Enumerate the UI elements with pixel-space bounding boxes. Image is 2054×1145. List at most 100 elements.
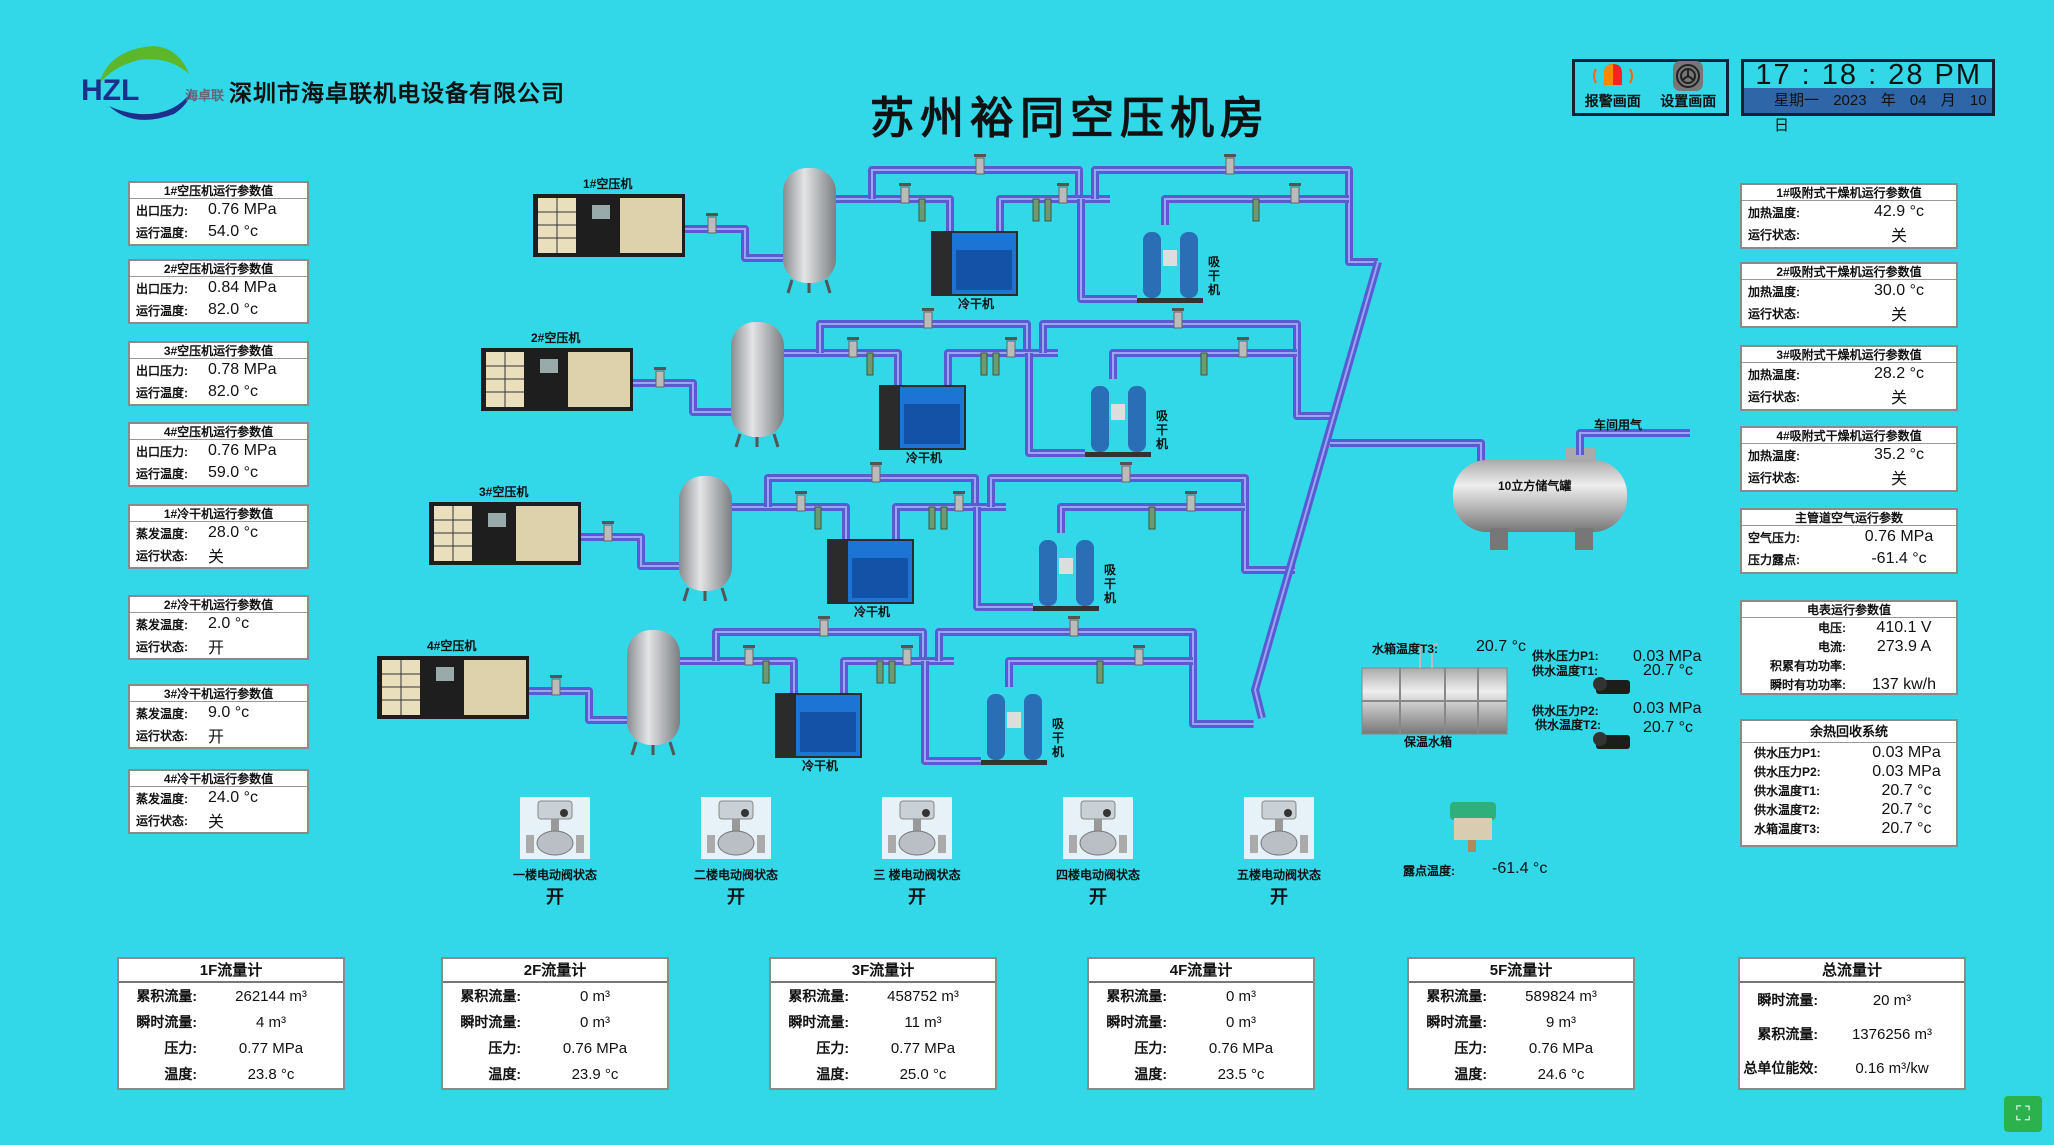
row-label: 压力:: [1454, 1040, 1487, 1056]
row-label: 加热温度:: [1748, 448, 1800, 463]
electric-valve[interactable]: 一楼电动阀状态 开: [480, 797, 630, 909]
panel-row: 出口压力:0.76 MPa: [130, 199, 307, 221]
row-label: 累积流量:: [788, 988, 849, 1004]
valve-handle-icon: [550, 675, 562, 678]
cold-dryer-grille: [904, 404, 960, 444]
pipe-highlight: [947, 352, 1058, 385]
electric-valve[interactable]: 三 楼电动阀状态 开: [842, 797, 992, 909]
pipe: [784, 349, 902, 385]
cold-dryer-grille: [800, 712, 856, 752]
pipe-highlight: [685, 228, 783, 259]
valve-handle-icon: [743, 645, 755, 648]
water-tank-ladder: [1419, 643, 1439, 668]
panel-title: 3#冷干机运行参数值: [130, 686, 307, 702]
row-value: 开: [208, 640, 225, 657]
panel-row: 加热温度: 35.2 °c: [1742, 444, 1956, 466]
electric-valve[interactable]: 五楼电动阀状态 开: [1204, 797, 1354, 909]
filter-icon: [928, 506, 936, 530]
row-value: 28.0 °c: [208, 524, 258, 541]
electric-valve[interactable]: 二楼电动阀状态 开: [661, 797, 811, 909]
settings-screen-button[interactable]: 设置画面: [1660, 61, 1716, 111]
adsorber-controller: [1007, 712, 1021, 728]
panel-title: 2#空压机运行参数值: [130, 261, 307, 277]
row-label: 运行状态:: [1748, 470, 1800, 485]
row-label: 运行状态:: [1748, 389, 1800, 404]
row-value: 20.7 °c: [1881, 819, 1932, 837]
panel-row: 瞬时流量:0 m³: [1089, 1009, 1313, 1035]
pipe-highlight: [581, 536, 679, 567]
filter-icon: [866, 352, 874, 376]
pipe: [581, 533, 679, 570]
filter-icon: [918, 198, 926, 222]
panel-row: 累积流量:0 m³: [443, 983, 667, 1009]
panel-row: 蒸发温度:24.0 °c: [130, 787, 307, 809]
valve-handle-icon: [1005, 337, 1017, 340]
pipe: [1091, 166, 1378, 266]
pipe-highlight: [680, 660, 795, 693]
row-label: 累积流量:: [1426, 988, 1487, 1004]
compressor-line: [377, 616, 1254, 765]
inline-valve-icon: [900, 186, 910, 204]
valve-handle-icon: [847, 337, 859, 340]
panel-title: 总流量计: [1740, 959, 1964, 983]
fullscreen-button[interactable]: ⛶: [2004, 1096, 2042, 1132]
compressor-panel: [464, 660, 526, 715]
compressor-panel: [516, 506, 578, 561]
filter-icon: [814, 506, 822, 530]
panel-row: 瞬时流量:9 m³: [1409, 1009, 1633, 1035]
pipe-highlight: [1028, 353, 1085, 454]
row-value: 35.2 °c: [1874, 446, 1924, 463]
panel-row: 积累有功功率:: [1742, 656, 1956, 675]
row-label: 运行状态:: [136, 639, 188, 654]
row-label: 瞬时流量:: [1757, 992, 1818, 1008]
row-label: 积累有功功率:: [1770, 659, 1846, 673]
row-value: 0 m³: [580, 987, 610, 1005]
adsorber-label: 吸干机: [1208, 255, 1221, 297]
pump-head: [1593, 677, 1607, 691]
pump2-pressure-value: 0.03 MPa: [1633, 700, 1702, 717]
row-label: 供水温度T1:: [1754, 784, 1821, 798]
pipe-highlight: [836, 198, 951, 231]
pipe: [1025, 353, 1085, 457]
row-label: 水箱温度T3:: [1754, 822, 1821, 836]
filter-icon: [876, 660, 884, 684]
panel-row: 水箱温度T3: 20.7 °c: [1742, 819, 1956, 838]
valve-icon: [520, 797, 590, 859]
water-tank-temp-value: 20.7 °c: [1476, 638, 1526, 655]
alarm-screen-button[interactable]: 报警画面: [1585, 61, 1641, 111]
compressor-screen: [488, 513, 506, 527]
panel-row: 供水温度T2:20.7 °c: [1742, 800, 1956, 819]
inline-valve-icon: [707, 216, 717, 234]
compressor-screen: [540, 359, 558, 373]
filter-icon: [1032, 198, 1040, 222]
row-label: 累积流量:: [1757, 1026, 1818, 1042]
air-storage-tank: [1453, 460, 1627, 532]
pipe: [1330, 439, 1485, 462]
cold-dryer-label: 冷干机: [906, 451, 943, 465]
row-value: 4 m³: [256, 1013, 286, 1031]
row-value: 0 m³: [1226, 987, 1256, 1005]
pump1-temp-value: 20.7 °c: [1643, 662, 1693, 679]
compressor-line: [429, 462, 1295, 611]
row-label: 蒸发温度:: [136, 706, 188, 721]
electric-valve[interactable]: 四楼电动阀状态 开: [1023, 797, 1173, 909]
tank-legs: [734, 433, 780, 448]
row-value: 1376256 m³: [1851, 1025, 1933, 1043]
pipe: [987, 474, 1295, 574]
row-label: 温度:: [1134, 1066, 1167, 1082]
inline-valve-icon: [1186, 494, 1196, 512]
row-value: 关: [208, 814, 225, 831]
adsorption-dryer-tower: [1024, 694, 1042, 760]
inline-valve-icon: [655, 370, 665, 388]
